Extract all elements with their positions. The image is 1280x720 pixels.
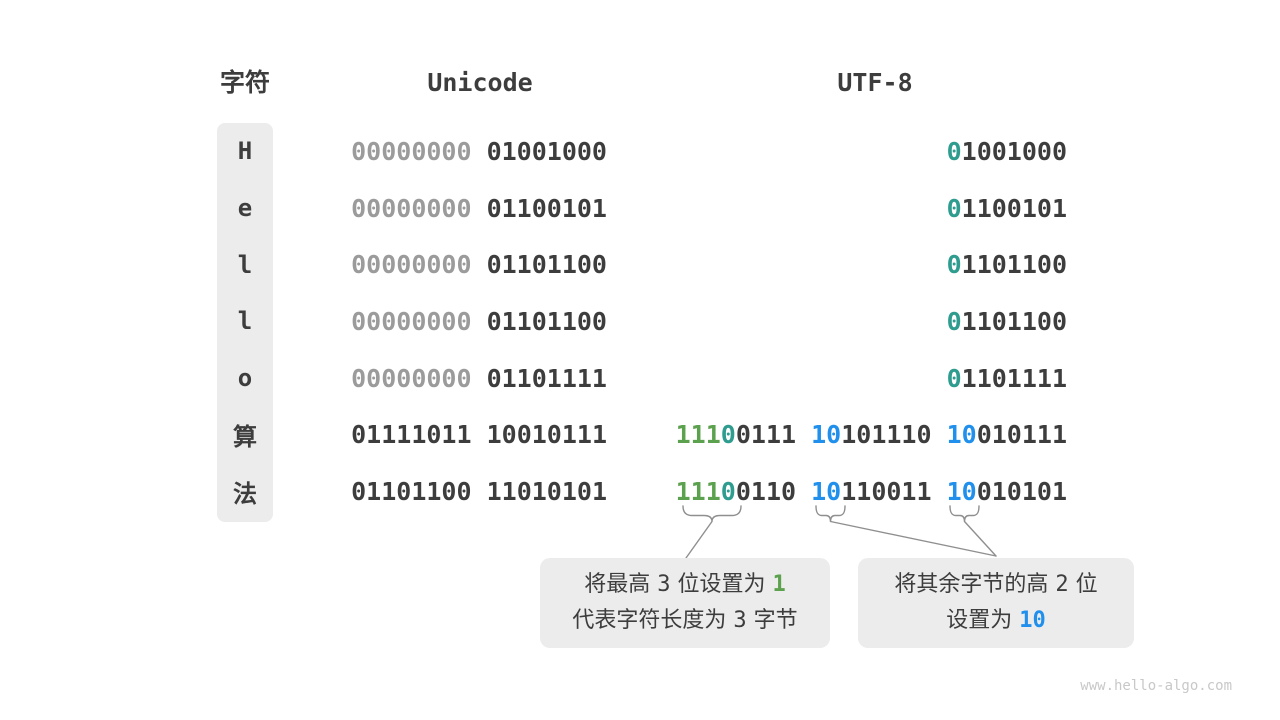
text-segment: 0 (946, 136, 962, 166)
callout-text-line: 代表字符长度为 3 字节 (540, 603, 830, 639)
text-segment: 010111 (976, 420, 1067, 450)
text-segment: 111 (675, 420, 721, 450)
text-segment: 101110 (841, 420, 947, 450)
character-cell: 算 (233, 423, 257, 452)
connector-line-middle (829, 520, 997, 557)
text-segment: 01100101 (486, 193, 607, 223)
text-segment: 010101 (976, 476, 1067, 506)
unicode-binary: 01111011 10010111 (351, 406, 607, 463)
text-segment: 01101111 (486, 363, 607, 393)
watermark: www.hello-algo.com (1080, 678, 1232, 694)
text-segment: 01101100 (486, 250, 607, 280)
text-segment: 10 (946, 420, 977, 450)
character-cell: l (237, 250, 253, 279)
unicode-binary: 00000000 01101100 (351, 293, 607, 350)
text-segment: 2 (1055, 572, 1069, 597)
text-segment: 01001000 (486, 136, 607, 166)
text-segment: 0 (720, 420, 736, 450)
unicode-binary: 00000000 01101111 (351, 350, 607, 407)
text-segment: 位 (1068, 572, 1098, 597)
callout-text-line: 将其余字节的高 2 位 (858, 567, 1134, 603)
text-segment: 1100101 (961, 193, 1067, 223)
unicode-binary: 01101100 11010101 (351, 463, 607, 520)
text-segment: 00000000 (351, 363, 487, 393)
callout-text-line: 设置为 10 (858, 603, 1134, 639)
text-segment: 10 (811, 420, 842, 450)
text-segment: 10 (1019, 608, 1046, 633)
character-cell: l (237, 307, 253, 336)
text-segment: 01111011 10010111 (351, 420, 607, 450)
text-segment: 1001000 (961, 136, 1067, 166)
text-segment: 0 (946, 193, 962, 223)
text-segment: 3 (733, 608, 747, 633)
text-segment: 10 (946, 476, 977, 506)
callout-text-line: 将最高 3 位设置为 1 (540, 567, 830, 603)
column-header-character: 字符 (219, 68, 270, 97)
character-cell: e (237, 194, 253, 223)
text-segment: 110011 (841, 476, 947, 506)
text-segment: 0 (946, 306, 962, 336)
text-segment: 00000000 (351, 250, 487, 280)
text-segment: 1101100 (961, 250, 1067, 280)
unicode-binary: 00000000 01100101 (351, 180, 607, 237)
column-header-utf8: UTF-8 (837, 68, 913, 97)
character-column-background (217, 123, 273, 522)
callout-continuation-byte-rule: 将其余字节的高 2 位设置为 10 (858, 558, 1134, 648)
character-cell: H (237, 137, 253, 166)
unicode-binary: 00000000 01001000 (351, 123, 607, 180)
text-segment: 01101100 11010101 (351, 476, 607, 506)
text-segment: 1101111 (961, 363, 1067, 393)
text-segment: 将最高 (584, 572, 658, 597)
text-segment: 00000000 (351, 193, 487, 223)
text-segment: 10 (811, 476, 842, 506)
text-segment: 0110 (735, 476, 812, 506)
text-segment: 0 (946, 363, 962, 393)
text-segment: 字节 (746, 608, 798, 633)
character-cell: o (237, 364, 253, 393)
text-segment: 0111 (735, 420, 812, 450)
text-segment: 0 (946, 250, 962, 280)
text-segment: 01101100 (486, 306, 607, 336)
text-segment: 将其余字节的高 (894, 572, 1056, 597)
text-segment: 00000000 (351, 306, 487, 336)
text-segment: 代表字符长度为 (572, 608, 734, 633)
text-segment: 设置为 (946, 608, 1020, 633)
unicode-binary: 00000000 01101100 (351, 236, 607, 293)
connector-line-left (685, 520, 713, 559)
text-segment: 1 (772, 572, 786, 597)
character-cell: 法 (233, 479, 257, 508)
text-segment: 位设置为 (670, 572, 773, 597)
text-segment: 00000000 (351, 136, 487, 166)
text-segment: 3 (657, 572, 671, 597)
text-segment: 0 (720, 476, 736, 506)
column-header-unicode: Unicode (427, 68, 533, 97)
connector-line-right (963, 520, 997, 557)
text-segment: 111 (675, 476, 721, 506)
text-segment: 1101100 (961, 306, 1067, 336)
